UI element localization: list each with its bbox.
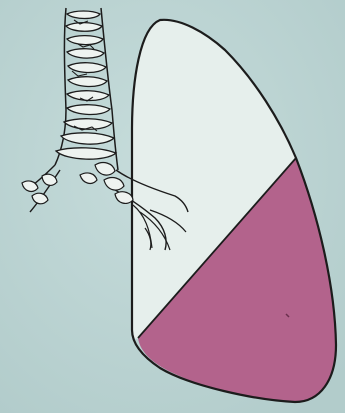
lung-diagram [0, 0, 345, 413]
lung-diagram-svg [0, 0, 345, 413]
